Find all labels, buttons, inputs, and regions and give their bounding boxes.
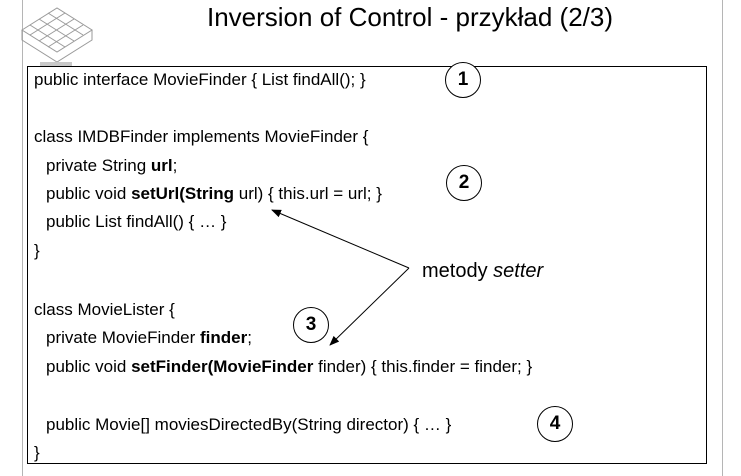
code-keyword-finder: finder bbox=[200, 328, 248, 347]
code-line-close-brace: } bbox=[34, 443, 40, 462]
code-text: ; bbox=[247, 328, 252, 347]
code-text: private String bbox=[46, 156, 151, 175]
arrow-to-seturl bbox=[271, 209, 410, 269]
code-text: ; bbox=[172, 156, 178, 175]
code-line-field-url: private String url; bbox=[46, 156, 177, 176]
annotation-emph: setter bbox=[493, 260, 544, 282]
code-text: finder) { this.finder = finder; } bbox=[313, 357, 533, 376]
code-line-close-brace: } bbox=[34, 241, 40, 260]
page-border-right bbox=[722, 0, 723, 476]
code-line-seturl: public void setUrl(String url) { this.ur… bbox=[46, 184, 382, 204]
code-box bbox=[27, 66, 707, 464]
code-text: url) { this.url = url; } bbox=[234, 184, 382, 203]
marker-1: 1 bbox=[445, 62, 481, 98]
code-line-field-finder: private MovieFinder finder; bbox=[46, 328, 252, 348]
code-text: public void bbox=[46, 184, 132, 203]
code-line-findall: public List findAll() { … } bbox=[46, 212, 227, 231]
code-line-class-movielister: class MovieLister { bbox=[34, 300, 175, 319]
code-line-interface: public interface MovieFinder { List find… bbox=[34, 70, 366, 89]
code-keyword-url: url bbox=[150, 156, 173, 175]
annotation-prefix: metody bbox=[422, 260, 494, 282]
code-keyword-seturl: setUrl(String bbox=[131, 184, 235, 203]
institution-logo-icon bbox=[21, 7, 93, 67]
code-text: public void bbox=[46, 357, 132, 376]
page-border-left bbox=[22, 0, 23, 476]
slide-title: Inversion of Control - przykład (2/3) bbox=[206, 2, 614, 32]
marker-4: 4 bbox=[537, 406, 573, 442]
marker-2: 2 bbox=[446, 165, 482, 201]
arrow-to-setfinder bbox=[329, 267, 410, 346]
code-line-setfinder: public void setFinder(MovieFinder finder… bbox=[46, 357, 532, 377]
code-text: private MovieFinder bbox=[46, 328, 201, 347]
marker-3: 3 bbox=[293, 307, 329, 343]
setter-methods-label: metody setter bbox=[422, 259, 543, 283]
code-line-moviesdirectedby: public Movie[] moviesDirectedBy(String d… bbox=[46, 415, 452, 434]
code-keyword-setfinder: setFinder(MovieFinder bbox=[131, 357, 314, 376]
code-line-class-imdbfinder: class IMDBFinder implements MovieFinder … bbox=[34, 127, 369, 146]
